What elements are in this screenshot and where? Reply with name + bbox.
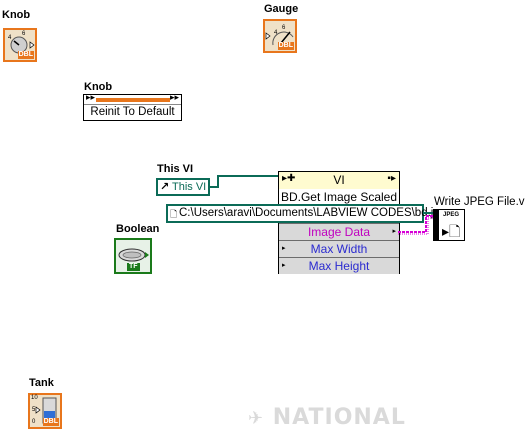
jpeg-icon-bar bbox=[434, 210, 439, 240]
tank-scale-bottom: 0 bbox=[32, 419, 36, 425]
tank-scale-mid: 5 bbox=[32, 407, 36, 413]
arrow-to-file-icon: ▸🗋 bbox=[442, 223, 461, 239]
param-row-max-height[interactable]: ▸ Max Height bbox=[279, 257, 399, 274]
input-arrow-icon: ▸ bbox=[282, 245, 286, 252]
knob-dbl-badge: DBL bbox=[17, 51, 34, 59]
vi-method-name: BD.Get Image Scaled bbox=[279, 189, 399, 206]
param-max-height-label: Max Height bbox=[308, 259, 370, 273]
gauge-terminal-label: Gauge bbox=[264, 3, 299, 15]
this-vi-label: This VI bbox=[157, 163, 194, 175]
param-image-data-label: Image Data bbox=[307, 225, 371, 239]
knob-scale-low: 4 bbox=[8, 35, 12, 41]
write-jpeg-subvi[interactable]: JPEG ▸🗋 bbox=[433, 209, 465, 241]
knob-icon bbox=[10, 36, 35, 54]
gauge-scale-low: 4 bbox=[274, 30, 278, 36]
boolean-terminal-label: Boolean bbox=[116, 223, 160, 235]
led-indicator-icon bbox=[118, 248, 149, 262]
reinit-invoke-node[interactable]: ▸▸ ▸▸ Reinit To Default bbox=[83, 92, 182, 121]
knob-terminal-label: Knob bbox=[2, 9, 31, 21]
this-vi-constant[interactable]: ↗ This VI bbox=[156, 178, 210, 196]
invoke-node-header: ▸▸ ▸▸ bbox=[84, 92, 181, 104]
jpeg-icon-text: JPEG bbox=[443, 212, 460, 218]
file-path-constant[interactable]: 🗋 C:\Users\aravi\Documents\LABVIEW CODES… bbox=[166, 204, 446, 223]
knob-terminal[interactable]: 4 6 DBL bbox=[3, 28, 37, 62]
input-arrow-icon: ▸ bbox=[282, 262, 286, 269]
error-terminal-icon: ▸▸ bbox=[169, 92, 179, 102]
boolean-terminal[interactable]: TF bbox=[114, 238, 152, 274]
path-wire bbox=[424, 212, 434, 214]
watermark-text: NATIONAL bbox=[272, 405, 406, 430]
national-watermark: ✈ NATIONAL bbox=[248, 405, 406, 430]
gauge-dbl-badge: DBL bbox=[277, 42, 294, 50]
reference-wire-segment bbox=[217, 175, 279, 177]
param-row-image-data[interactable]: ▸ Image Data bbox=[279, 223, 399, 240]
tank-terminal[interactable]: 10 5 0 DBL bbox=[28, 393, 62, 429]
vi-node-header: ▸✚ VI ▪▸ bbox=[279, 172, 399, 190]
reference-in-icon: ▸✚ bbox=[282, 173, 296, 184]
gauge-icon bbox=[265, 31, 294, 46]
tank-dbl-badge: DBL bbox=[42, 418, 59, 426]
write-jpeg-label: Write JPEG File.vi bbox=[434, 196, 525, 208]
vi-reference-icon: ↗ bbox=[160, 181, 170, 193]
gauge-terminal[interactable]: 4 6 DBL bbox=[263, 19, 297, 53]
output-arrow-icon: ▸ bbox=[392, 228, 396, 235]
vi-node-parameters: ▸ Image Data ▸ Max Width ▸ Max Height bbox=[279, 223, 399, 274]
param-row-max-width[interactable]: ▸ Max Width bbox=[279, 240, 399, 257]
eagle-logo-icon: ✈ bbox=[248, 408, 265, 429]
reference-out-icon: ▪▸ bbox=[387, 173, 396, 184]
reference-wire-segment bbox=[217, 175, 219, 188]
tank-scale-top: 10 bbox=[31, 395, 38, 401]
path-icon: 🗋 bbox=[170, 209, 178, 219]
knob-scale-high: 6 bbox=[22, 31, 26, 37]
image-data-wire bbox=[398, 215, 434, 235]
vi-class-name: VI bbox=[333, 173, 345, 187]
boolean-tf-badge: TF bbox=[127, 263, 140, 271]
this-vi-constant-text: This VI bbox=[172, 181, 207, 193]
reinit-method-label: Reinit To Default bbox=[84, 104, 181, 121]
knob-invoke-label: Knob bbox=[84, 81, 113, 93]
tank-terminal-label: Tank bbox=[29, 377, 54, 389]
gauge-scale-high: 6 bbox=[282, 25, 286, 31]
file-path-value: C:\Users\aravi\Documents\LABVIEW CODES\b… bbox=[179, 207, 447, 219]
numeric-reference-bar bbox=[96, 98, 170, 102]
reference-terminal-icon: ▸▸ bbox=[86, 92, 96, 102]
reference-wire-segment bbox=[210, 186, 218, 188]
param-max-width-label: Max Width bbox=[310, 242, 368, 256]
